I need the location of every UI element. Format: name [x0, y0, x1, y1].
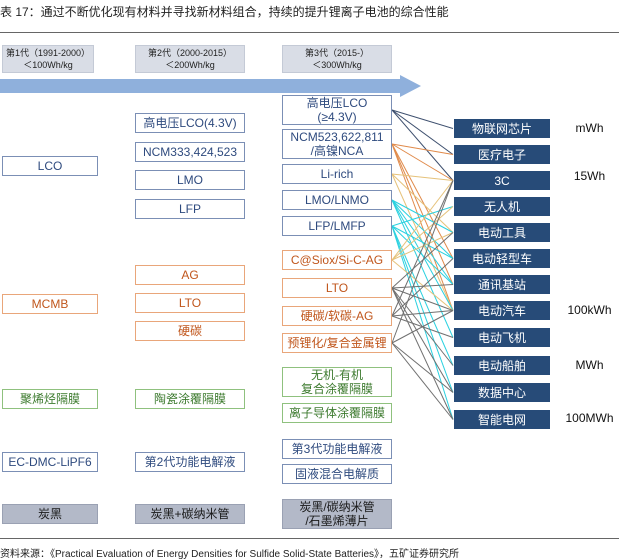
connection-line: [391, 287, 454, 420]
connection-line: [391, 225, 454, 420]
connection-line: [391, 259, 454, 311]
gen2-cathode-box: NCM333,424,523: [135, 142, 245, 162]
connection-line: [391, 143, 454, 259]
energy-scale-label: MWh: [575, 358, 604, 372]
energy-scale-label: 100MWh: [565, 411, 614, 425]
application-box: 数据中心: [454, 383, 550, 402]
connection-line: [391, 225, 454, 285]
top-rule: [0, 32, 619, 33]
connection-line: [391, 287, 454, 393]
gen2-anode-box: AG: [135, 265, 245, 285]
application-box: 电动轻型车: [454, 249, 550, 268]
gen3-cathode-box: 高电压LCO(≥4.3V): [282, 95, 392, 125]
gen3-electrolyte-box: 第3代功能电解液: [282, 439, 392, 459]
gen3-cathode-box: LMO/LNMO: [282, 190, 392, 210]
connection-line: [391, 206, 454, 227]
connection-line: [391, 143, 454, 311]
connection-line: [391, 232, 454, 261]
connection-line: [391, 173, 454, 233]
application-box: 通讯基站: [454, 275, 550, 294]
gen3-anode-box: 硬碳/软碳-AG: [282, 306, 392, 326]
gen2-anode-box: 硬碳: [135, 321, 245, 341]
gen1-header: 第1代（1991-2000） ＜100Wh/kg: [2, 45, 94, 73]
energy-scale-label: 15Wh: [573, 169, 606, 183]
application-box: 智能电网: [454, 410, 550, 429]
connection-line: [391, 342, 454, 420]
gen2-separator-box: 陶瓷涂覆隔膜: [135, 389, 245, 409]
connection-line: [391, 143, 454, 181]
application-box: 物联网芯片: [454, 119, 550, 138]
gen1-electrolyte-box: EC-DMC-LiPF6: [2, 452, 98, 472]
gen3-electrolyte-box: 固液混合电解质: [282, 464, 392, 484]
gen3-cathode-box: NCM523,622,811/高镍NCA: [282, 129, 392, 159]
gen3-anode-box: LTO: [282, 278, 392, 298]
source-note: 资料来源：《Practical Evaluation of Energy Den…: [0, 549, 460, 560]
connection-line: [391, 310, 454, 344]
gen2-anode-box: LTO: [135, 293, 245, 313]
gen3-header: 第3代（2015-） ＜300Wh/kg: [282, 45, 392, 73]
connection-line: [391, 109, 454, 129]
connection-line: [391, 109, 454, 155]
application-box: 电动飞机: [454, 328, 550, 347]
connection-line: [391, 225, 454, 259]
connection-line: [391, 143, 454, 155]
application-box: 电动工具: [454, 223, 550, 242]
gen2-conductive-box: 炭黑+碳纳米管: [135, 504, 245, 524]
connection-line: [391, 206, 454, 261]
gen2-electrolyte-box: 第2代功能电解液: [135, 452, 245, 472]
gen3-separator-box: 无机-有机复合涂覆隔膜: [282, 367, 392, 397]
connection-line: [391, 225, 454, 393]
connection-line: [391, 180, 454, 344]
connection-line: [391, 180, 454, 261]
gen3-cathode-box: Li-rich: [282, 164, 392, 184]
gen3-cathode-box: LFP/LMFP: [282, 216, 392, 236]
gen1-anode-box: MCMB: [2, 294, 98, 314]
connection-line: [391, 143, 454, 285]
connection-line: [391, 232, 454, 289]
application-box: 医疗电子: [454, 145, 550, 164]
figure-title: 表 17：通过不断优化现有材料并寻找新材料组合，持续的提升锂离子电池的综合性能: [0, 5, 449, 19]
connection-line: [391, 225, 454, 366]
connection-line: [391, 173, 454, 181]
gen2-header: 第2代（2000-2015） ＜200Wh/kg: [135, 45, 245, 73]
energy-scale-label: mWh: [575, 121, 604, 135]
application-box: 电动船舶: [454, 356, 550, 375]
gen1-separator-box: 聚烯烃隔膜: [2, 389, 98, 409]
gen3-anode-box: 预锂化/复合金属锂: [282, 333, 392, 353]
gen2-cathode-box: LMO: [135, 170, 245, 190]
bottom-rule: [0, 538, 619, 539]
connection-line: [391, 287, 454, 311]
gen3-conductive-box: 炭黑/碳纳米管/石墨烯薄片: [282, 499, 392, 529]
gen1-conductive-box: 炭黑: [2, 504, 98, 524]
connection-line: [391, 258, 454, 317]
gen2-cathode-box: LFP: [135, 199, 245, 219]
connection-line: [391, 109, 454, 181]
gen3-anode-box: C@Siox/Si-C-AG: [282, 250, 392, 270]
connection-line: [391, 199, 454, 259]
gen3-separator-box: 离子导体涂覆隔膜: [282, 403, 392, 423]
connection-line: [391, 342, 454, 393]
gen1-cathode-box: LCO: [2, 156, 98, 176]
application-box: 无人机: [454, 197, 550, 216]
connection-line: [391, 180, 454, 317]
connection-line: [391, 284, 454, 289]
energy-scale-label: 100kWh: [567, 303, 612, 317]
application-box: 电动汽车: [454, 301, 550, 320]
gen2-cathode-box: 高电压LCO(4.3V): [135, 113, 245, 133]
application-box: 3C: [454, 171, 550, 190]
